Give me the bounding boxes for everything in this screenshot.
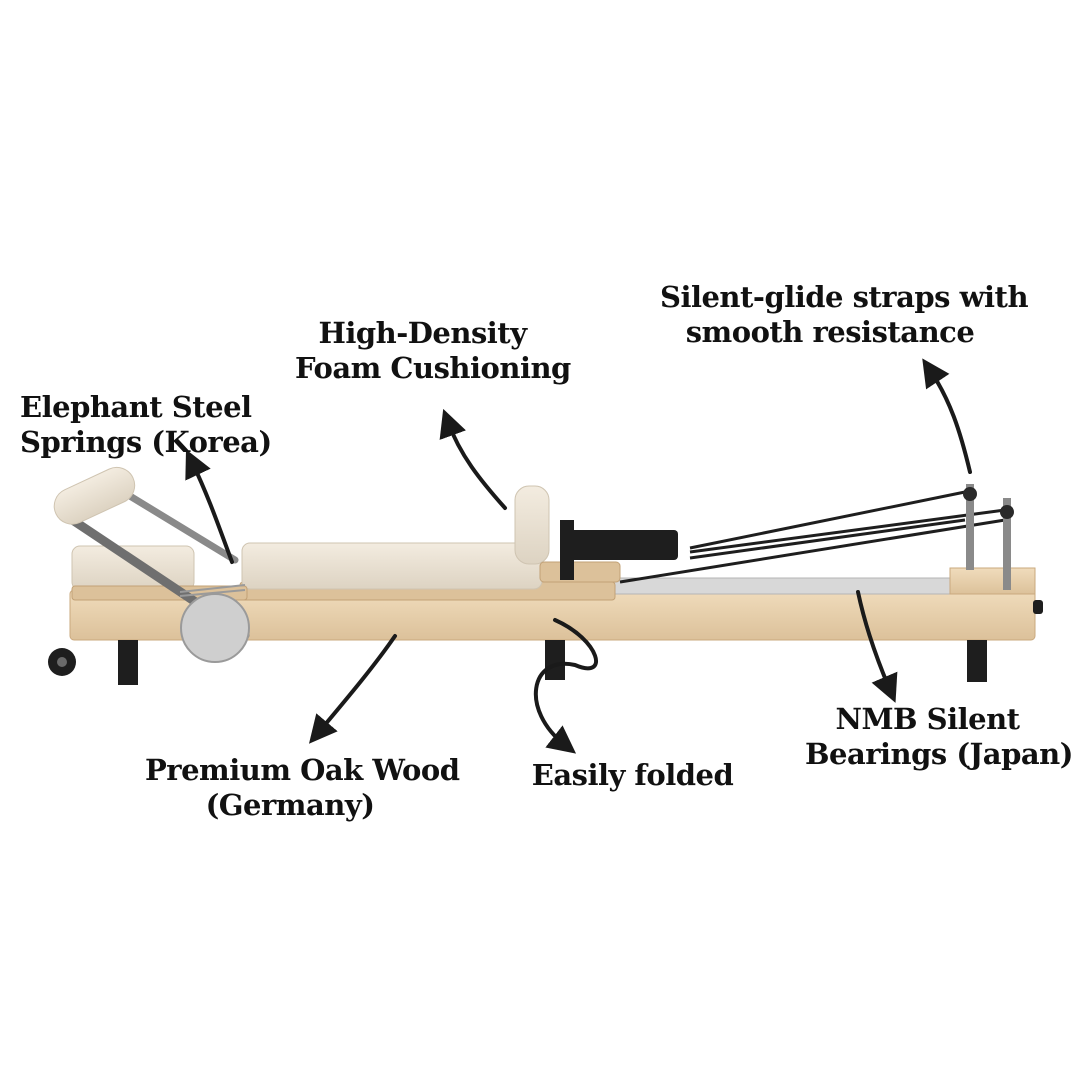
- footbar-roller: [53, 466, 136, 525]
- arrow-foam: [439, 408, 507, 510]
- strap-hook-block: [568, 530, 678, 560]
- callout-springs-line1: Elephant Steel: [20, 390, 252, 424]
- arrow-bearings: [856, 590, 898, 703]
- shoulder-rest: [514, 485, 550, 565]
- carriage-cushion: [241, 542, 543, 590]
- leg-middle: [545, 640, 565, 680]
- leg-back: [967, 640, 987, 682]
- track-rail: [599, 577, 961, 595]
- callout-foam: High-Density Foam Cushioning: [295, 316, 571, 386]
- callout-bearings-line1: NMB Silent: [835, 702, 1020, 736]
- arrow-wood: [308, 634, 397, 744]
- callout-wood: Premium Oak Wood (Germany): [145, 753, 460, 823]
- callout-bearings: NMB Silent Bearings (Japan): [805, 702, 1073, 772]
- end-knob: [1033, 600, 1043, 614]
- callout-springs-line2: Springs (Korea): [20, 425, 272, 459]
- arrow-springs: [185, 449, 234, 564]
- ropes: [619, 490, 1006, 584]
- callout-bearings-line2: Bearings (Japan): [805, 737, 1073, 771]
- callout-foam-line2: Foam Cushioning: [295, 351, 571, 385]
- callout-straps-line2: smooth resistance: [685, 315, 975, 349]
- callout-folded: Easily folded: [530, 758, 735, 793]
- callout-straps: Silent-glide straps with smooth resistan…: [660, 280, 1029, 350]
- callout-folded-line1: Easily folded: [531, 758, 734, 792]
- callout-foam-line1: High-Density: [318, 316, 527, 350]
- strap-mount: [560, 520, 574, 580]
- callout-straps-line1: Silent-glide straps with: [660, 280, 1029, 314]
- headrest: [539, 561, 621, 583]
- callout-wood-line1: Premium Oak Wood: [145, 753, 460, 787]
- arrow-straps: [922, 358, 972, 474]
- springs: [179, 584, 246, 597]
- arrow-folded: [533, 618, 599, 754]
- leg-front: [118, 640, 138, 685]
- footbar-gear: [180, 593, 250, 663]
- callout-arrows: [185, 358, 972, 754]
- pulley-1: [963, 487, 977, 501]
- callout-wood-line2: (Germany): [205, 788, 375, 822]
- pulley-post-1: [966, 484, 974, 570]
- end-frame: [949, 567, 1036, 595]
- footbar-arm-2: [116, 486, 239, 564]
- pulley-2: [1000, 505, 1014, 519]
- callout-springs: Elephant Steel Springs (Korea): [20, 390, 272, 460]
- pulley-post-2: [1003, 498, 1011, 590]
